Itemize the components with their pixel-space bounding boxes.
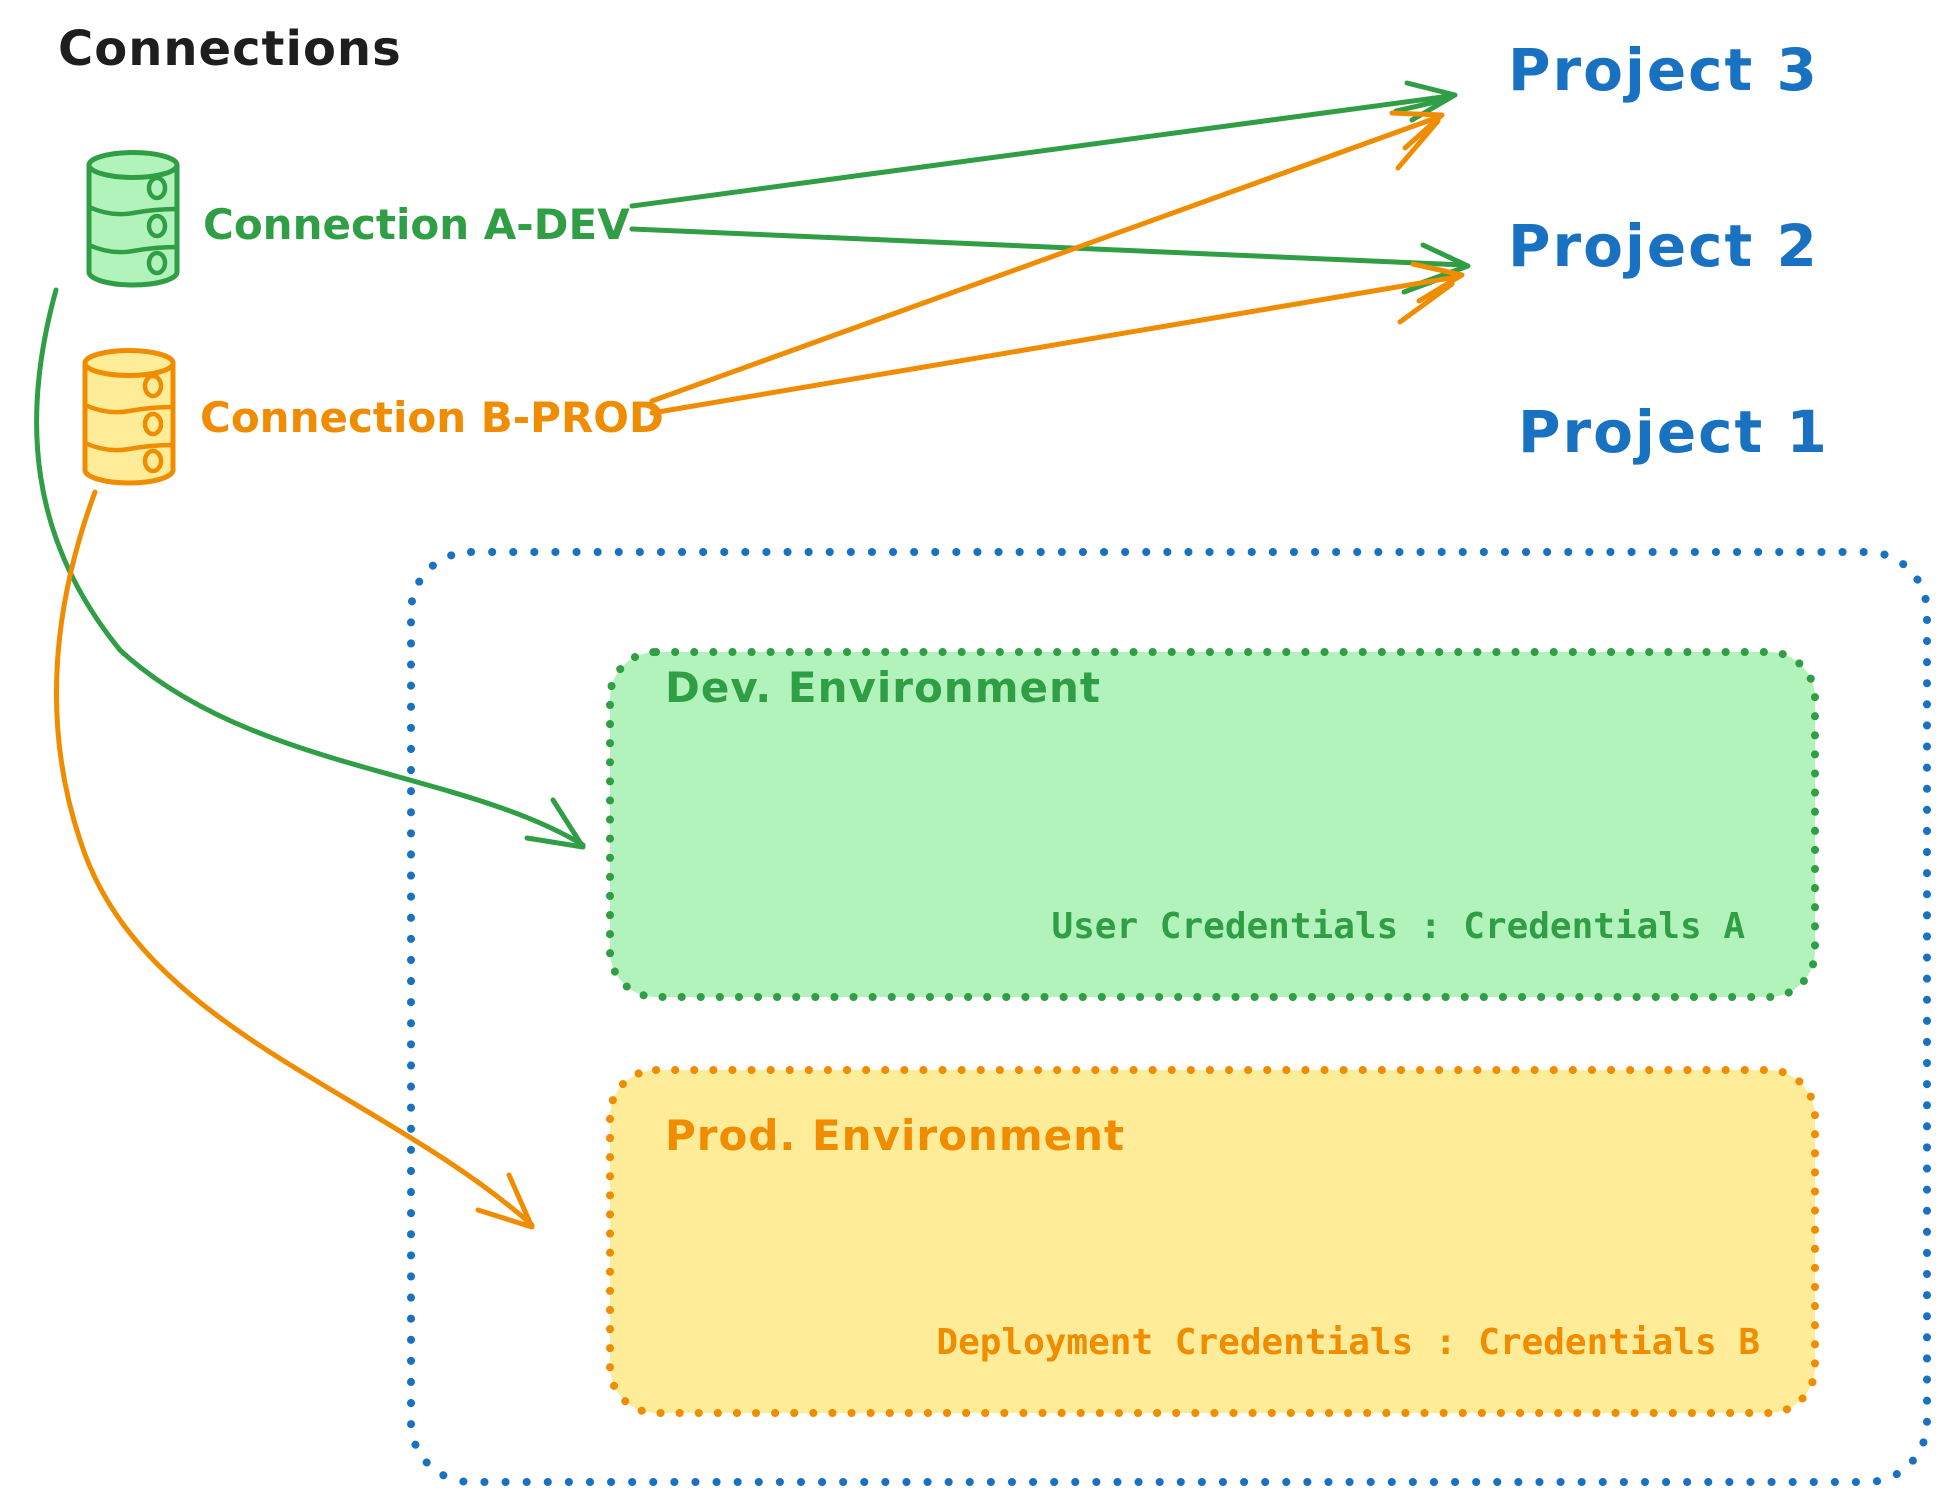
arrow-sketch-stroke <box>1393 97 1447 114</box>
prod-environment-title: Prod. Environment <box>665 1111 1126 1160</box>
arrow-adev-to-project2 <box>629 226 1471 295</box>
database-hole <box>142 373 164 399</box>
arrow-adev-to-project3 <box>629 80 1458 209</box>
database-separator <box>86 242 180 255</box>
database-separator <box>82 402 176 415</box>
prod-environment-box <box>606 1066 1819 1417</box>
arrow-head-icon <box>524 797 586 850</box>
dev-environment-title: Dev. Environment <box>665 663 1101 712</box>
prod-environment-credentials: Deployment Credentials : Credentials B <box>936 1322 1760 1363</box>
database-hole <box>142 411 164 437</box>
arrow-shaft <box>629 93 1453 209</box>
arrow-shaft <box>649 115 1439 404</box>
connection-b-prod-label: Connection B-PROD <box>200 393 664 442</box>
database-lid <box>86 150 180 180</box>
database-separator <box>82 440 176 453</box>
project1-box <box>407 548 1931 1486</box>
arrow-shaft <box>649 274 1459 416</box>
arrow-bprod-to-prod-environment <box>53 489 535 1230</box>
database-icon-a-dev <box>86 150 180 288</box>
arrow-sketch-stroke <box>1395 118 1441 171</box>
arrow-shaft <box>34 287 586 848</box>
connection-a-dev-label: Connection A-DEV <box>203 200 630 249</box>
database-icon-b-prod <box>82 348 176 486</box>
project2-label: Project 2 <box>1508 212 1819 280</box>
project3-label: Project 3 <box>1508 36 1819 104</box>
arrow-shaft <box>629 226 1467 268</box>
arrow-head-icon <box>1389 110 1445 151</box>
database-hole <box>146 213 168 239</box>
project1-label: Project 1 <box>1518 398 1829 466</box>
database-hole <box>146 175 168 201</box>
database-hole <box>146 250 168 276</box>
arrow-sketch-stroke <box>1397 281 1455 325</box>
arrow-head-icon <box>1410 261 1465 304</box>
arrow-head-icon <box>475 1172 535 1230</box>
arrow-bprod-to-project2 <box>649 261 1465 416</box>
diagram-title: Connections <box>58 21 402 77</box>
arrow-head-icon <box>1418 242 1471 286</box>
database-lid <box>82 348 176 378</box>
dev-environment-box <box>606 648 1819 1001</box>
arrow-bprod-to-project3 <box>649 110 1445 404</box>
arrow-adev-to-dev-environment <box>34 287 586 850</box>
database-separator <box>86 204 180 217</box>
arrow-head-icon <box>1404 80 1458 123</box>
arrow-shaft <box>53 489 535 1228</box>
database-hole <box>142 448 164 474</box>
dev-environment-credentials: User Credentials : Credentials A <box>1051 906 1745 947</box>
